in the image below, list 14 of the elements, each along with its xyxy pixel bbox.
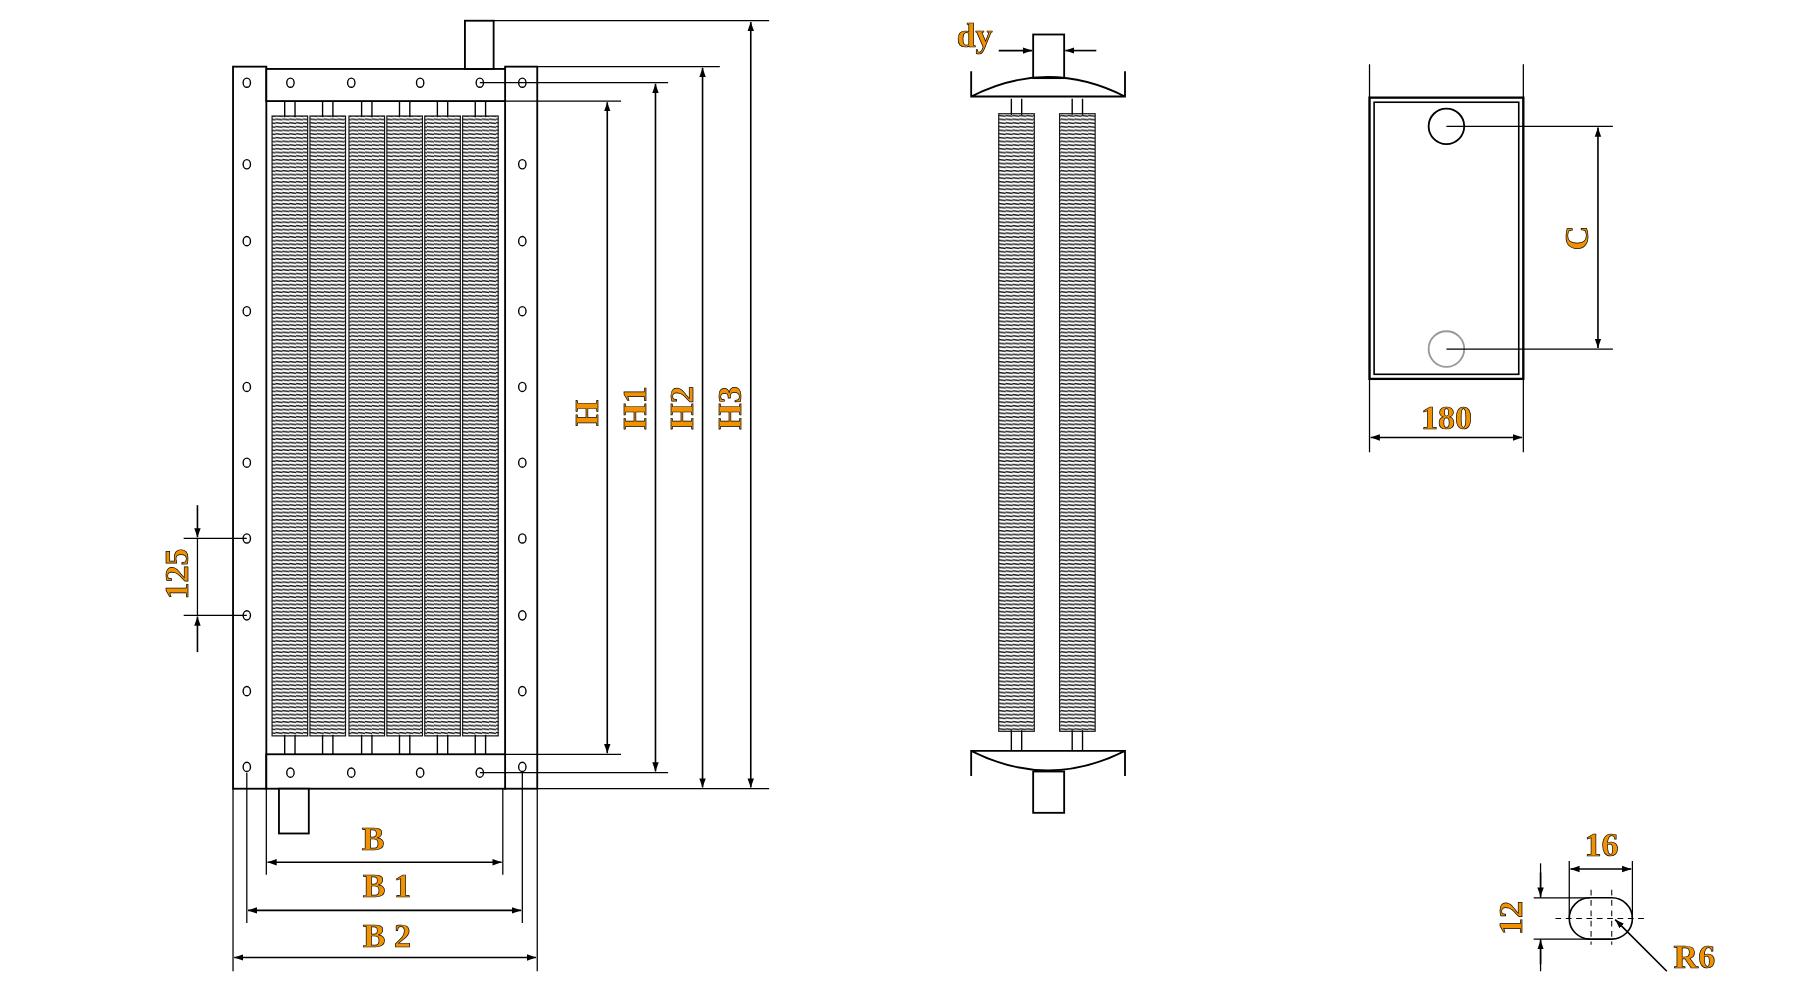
dimension-label: 125 — [159, 548, 194, 600]
dimension-label: H3 — [713, 385, 748, 430]
dimension-label: B 1 — [362, 869, 411, 904]
dimension-label: C — [1560, 225, 1595, 250]
dimension-label: H — [569, 400, 604, 427]
dimension-label: R6 — [1673, 940, 1716, 975]
dimension-label: 180 — [1420, 400, 1472, 435]
dimension-label: B — [361, 822, 385, 857]
dimension-label: H2 — [664, 385, 699, 430]
dimension-label: B 2 — [362, 918, 411, 953]
dimension-label: H1 — [617, 385, 652, 430]
dimension-label: dy — [956, 18, 993, 53]
dimension-label: 12 — [1493, 901, 1528, 936]
dimension-label: 16 — [1584, 827, 1619, 862]
